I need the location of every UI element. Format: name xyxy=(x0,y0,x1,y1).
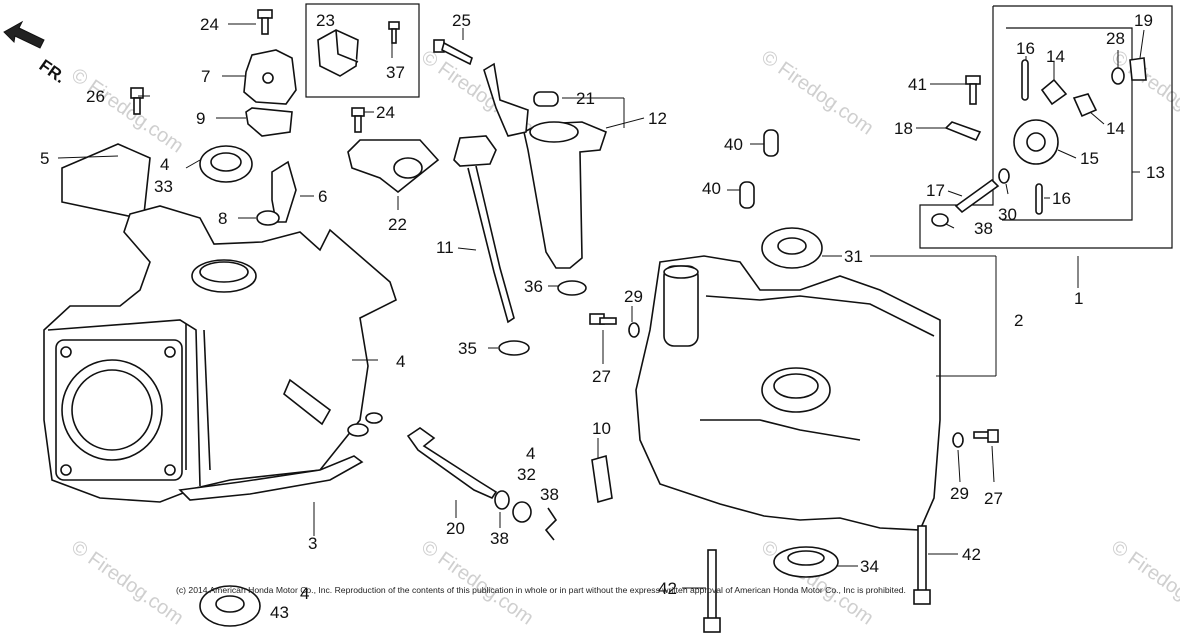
callout-label: 5 xyxy=(40,149,49,168)
watermark: © Firedog.com xyxy=(417,536,537,629)
callout-label: 27 xyxy=(592,367,611,386)
callout-label: 42 xyxy=(962,545,981,564)
callout-label: 4 xyxy=(300,584,309,603)
callout-label: 27 xyxy=(984,489,1003,508)
callout-label: 14 xyxy=(1106,119,1125,138)
callout-label: 25 xyxy=(452,11,471,30)
callout-label: 7 xyxy=(201,67,210,86)
callout-label: 10 xyxy=(592,419,611,438)
part-drawings xyxy=(43,9,1147,633)
callout-label: 20 xyxy=(446,519,465,538)
callout-label: 16 xyxy=(1052,189,1071,208)
callout-label: 1 xyxy=(1074,289,1083,308)
callout-label: 14 xyxy=(1046,47,1065,66)
callout-label: 17 xyxy=(926,181,945,200)
callout-label: 24 xyxy=(200,15,219,34)
callout-label: 13 xyxy=(1146,163,1165,182)
callout-label: 36 xyxy=(524,277,543,296)
watermark: © Firedog.com xyxy=(67,536,187,629)
callout-label: 40 xyxy=(702,179,721,198)
direction-label: FR. xyxy=(36,56,69,87)
callout-label: 38 xyxy=(540,485,559,504)
callout-label: 37 xyxy=(386,63,405,82)
callout-label: 8 xyxy=(218,209,227,228)
callout-label: 26 xyxy=(86,87,105,106)
callout-label: 12 xyxy=(648,109,667,128)
callout-label: 43 xyxy=(270,603,289,622)
callout-label: 38 xyxy=(974,219,993,238)
callout-label: 29 xyxy=(624,287,643,306)
callout-label: 9 xyxy=(196,109,205,128)
leader-lines xyxy=(57,23,1145,589)
group-box-23-37 xyxy=(305,3,420,98)
callout-label: 3 xyxy=(308,534,317,553)
callout-label: 4 xyxy=(160,155,169,174)
callout-label: 21 xyxy=(576,89,595,108)
callout-label: 23 xyxy=(316,11,335,30)
callout-label: 11 xyxy=(436,238,454,257)
copyright-notice: (c) 2014 American Honda Motor Co., Inc. … xyxy=(176,585,906,595)
callout-label: 35 xyxy=(458,339,477,358)
callout-label: 41 xyxy=(908,75,927,94)
callout-label: 42 xyxy=(658,579,677,598)
callout-label: 4 xyxy=(396,352,405,371)
callout-label: 15 xyxy=(1080,149,1099,168)
callout-label: 28 xyxy=(1106,29,1125,48)
callout-label: 38 xyxy=(490,529,509,548)
callout-label: 34 xyxy=(860,557,879,576)
group-box-13 xyxy=(1002,27,1133,221)
watermark: © Firedog.com xyxy=(67,64,187,157)
group-box-1 xyxy=(919,5,1173,249)
callout-label: 31 xyxy=(844,247,863,266)
callout-labels: 1 2 3 4 4 4 4 5 6 7 8 9 10 11 12 13 14 1… xyxy=(40,11,1165,622)
callout-label: 6 xyxy=(318,187,327,206)
callout-label: 33 xyxy=(154,177,173,196)
callout-label: 18 xyxy=(894,119,913,138)
callout-label: 30 xyxy=(998,205,1017,224)
callout-label: 32 xyxy=(517,465,536,484)
callout-label: 19 xyxy=(1134,11,1153,30)
callout-label: 4 xyxy=(526,444,535,463)
callout-label: 29 xyxy=(950,484,969,503)
callout-label: 24 xyxy=(376,103,395,122)
callout-label: 2 xyxy=(1014,311,1023,330)
callout-label: 22 xyxy=(388,215,407,234)
watermark: © Firedog.com xyxy=(757,46,877,139)
front-direction-arrow: FR. xyxy=(3,20,69,87)
callout-label: 40 xyxy=(724,135,743,154)
watermark: © Firedog.com xyxy=(1107,536,1180,629)
callout-label: 16 xyxy=(1016,39,1035,58)
